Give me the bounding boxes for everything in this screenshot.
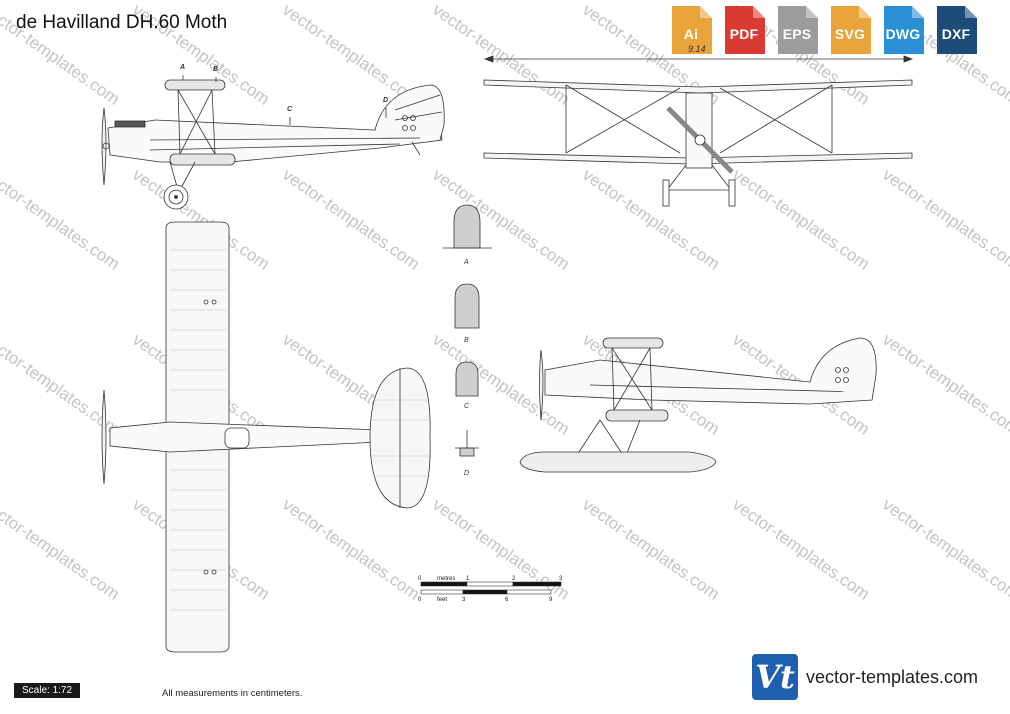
ai-file-icon — [672, 6, 712, 54]
dxf-format-label: DXF — [941, 26, 971, 42]
eps-format-button[interactable]: EPS — [774, 4, 820, 56]
callout-a: A — [180, 64, 186, 71]
scale-label: Scale: 1:72 — [14, 683, 81, 698]
section-d-label: D — [464, 470, 470, 477]
eps-format-label: EPS — [782, 26, 812, 42]
dwg-format-label: DWG — [885, 26, 921, 42]
top-view — [101, 221, 431, 653]
scale-bar — [420, 581, 562, 595]
span-dimension: 9.14 — [688, 44, 706, 54]
pdf-format-button[interactable]: PDF — [721, 4, 767, 56]
seaplane-side-view — [519, 337, 877, 473]
dwg-file-icon — [884, 6, 924, 54]
svg-format-label: SVG — [834, 26, 866, 42]
ai-format-button[interactable]: Ai — [668, 4, 714, 56]
feet-tick-9: 9 — [549, 597, 553, 603]
svg-file-icon — [831, 6, 871, 54]
metres-tick-3: 3 — [559, 576, 563, 582]
feet-tick-6: 6 — [505, 597, 509, 603]
svg-format-button[interactable]: SVG — [827, 4, 873, 56]
section-b-label: B — [464, 337, 469, 344]
page-title: de Havilland DH.60 Moth — [16, 12, 228, 33]
dxf-file-icon — [937, 6, 977, 54]
metres-tick-2: 2 — [512, 576, 516, 582]
ai-format-label: Ai — [683, 26, 699, 42]
cross-sections — [443, 204, 492, 457]
section-a-label: A — [464, 259, 469, 266]
eps-file-icon — [778, 6, 818, 54]
vt-logo-icon: Vt — [752, 654, 798, 700]
metres-tick-0: 0 — [418, 576, 422, 582]
brand-link[interactable]: Vt vector-templates.com — [752, 654, 978, 700]
side-view — [101, 75, 445, 210]
metres-tick-1: 1 — [466, 576, 470, 582]
feet-tick-0: 0 — [418, 597, 422, 603]
brand-name: vector-templates.com — [806, 666, 979, 687]
feet-tick-3: 3 — [462, 597, 466, 603]
front-view — [483, 55, 914, 207]
callout-d: D — [383, 97, 389, 104]
pdf-format-label: PDF — [729, 26, 759, 42]
dwg-format-button[interactable]: DWG — [880, 4, 926, 56]
pdf-file-icon — [725, 6, 765, 54]
measurements-note: All measurements in centimeters. — [162, 688, 303, 699]
section-c-label: C — [464, 403, 470, 410]
format-buttons: Ai PDF EPS SVG DWG DXF — [668, 4, 979, 56]
feet-label: feet — [437, 597, 447, 603]
callout-c: C — [287, 106, 293, 113]
callout-b: B — [213, 66, 219, 73]
metres-label: metres — [437, 576, 455, 582]
dxf-format-button[interactable]: DXF — [933, 4, 979, 56]
